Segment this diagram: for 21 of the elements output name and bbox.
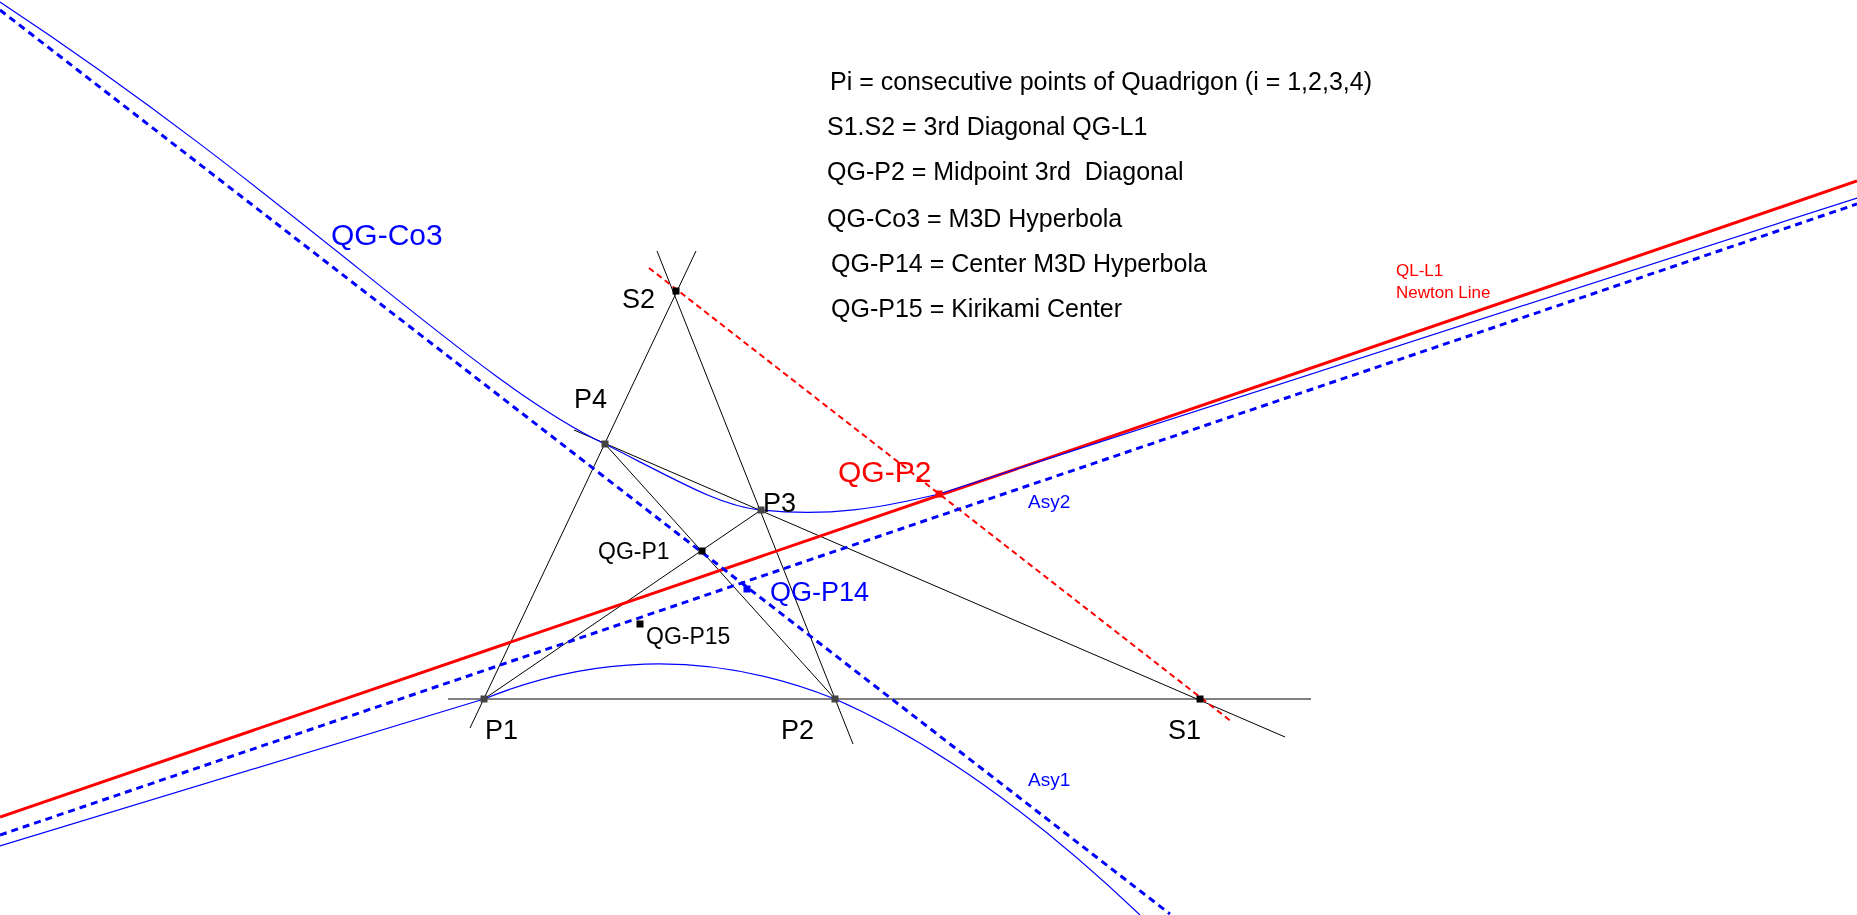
point-label: QG-P14 <box>770 578 870 608</box>
note-text: QG-P2 = Midpoint 3rd Diagonal <box>827 158 1184 186</box>
point-label: P4 <box>574 385 608 415</box>
line-label: Asy2 <box>1028 492 1071 513</box>
point-label: P2 <box>781 716 815 746</box>
point-label: P3 <box>763 489 797 519</box>
point-label: QG-P1 <box>598 539 670 565</box>
point-label: P1 <box>485 716 519 746</box>
note-text: QG-P14 = Center M3D Hyperbola <box>831 250 1207 278</box>
line-label: QL-L1 <box>1396 262 1444 281</box>
note-text: Pi = consecutive points of Quadrigon (i = 1,2,3,4) <box>830 68 1372 96</box>
line-label: Asy1 <box>1028 770 1071 791</box>
point-label: S1 <box>1168 716 1202 746</box>
note-text: QG-Co3 = M3D Hyperbola <box>827 205 1123 233</box>
point-label: QG-P15 <box>646 624 731 650</box>
line-label: Newton Line <box>1396 284 1491 303</box>
curve-label: QG-Co3 <box>331 218 443 251</box>
note-text: S1.S2 = 3rd Diagonal QG-L1 <box>827 113 1148 141</box>
note-text: QG-P15 = Kirikami Center <box>831 295 1123 323</box>
point-label: QG-P2 <box>838 455 932 488</box>
point-label: S2 <box>622 285 656 315</box>
